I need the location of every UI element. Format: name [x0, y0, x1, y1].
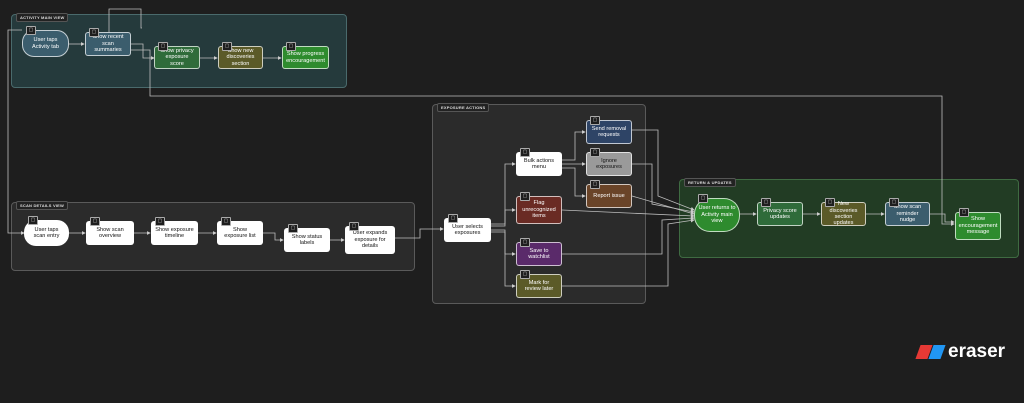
group-label: RETURN & UPDATES	[684, 178, 736, 187]
edge	[491, 208, 516, 227]
node-icon: ▢	[286, 42, 296, 51]
node-label: Show new discoveries section	[226, 47, 255, 67]
node-icon: ▢	[590, 116, 600, 125]
edge	[562, 216, 695, 255]
node-privacy-updates[interactable]: ▢ Privacy score updates	[757, 198, 803, 226]
node-label: New discoveries section updates	[829, 201, 858, 227]
node-label: User returns to Activity main view	[698, 205, 736, 225]
edge	[131, 43, 155, 60]
node-label: Show recent scan summaries	[92, 34, 124, 54]
node-label: User selects exposures	[452, 223, 483, 236]
node-icon: ▢	[889, 198, 899, 207]
node-label: User expands exposure for details	[352, 230, 388, 250]
node-label: Show exposure timeline	[155, 226, 194, 239]
edge	[561, 209, 695, 218]
node-show-new-discoveries[interactable]: ▢ Show new discoveries section	[218, 42, 263, 69]
node-flag-unrecognized[interactable]: ▢ Flag unrecognized items	[516, 192, 562, 224]
eraser-logo: eraser	[915, 341, 1006, 363]
node-icon: ▢	[221, 217, 231, 226]
node-icon: ▢	[520, 238, 530, 247]
edge	[631, 195, 695, 216]
node-icon: ▢	[520, 270, 530, 279]
node-show-status-labels[interactable]: ▢ Show status labels	[284, 224, 330, 252]
node-label: Show exposure list	[224, 226, 256, 239]
node-icon: ▢	[520, 148, 530, 157]
node-label: Show privacy exposure score	[160, 47, 194, 67]
node-label: Show encouragement message	[958, 216, 998, 236]
node-icon: ▢	[520, 192, 530, 201]
edge	[491, 229, 516, 256]
node-user-selects[interactable]: ▢ User selects exposures	[444, 214, 491, 242]
node-label: Flag unrecognized items	[522, 200, 556, 220]
node-icon: ▢	[158, 42, 168, 51]
node-ignore-exposures[interactable]: ▢ Ignore exposures	[586, 148, 632, 176]
node-label: Save to watchlist	[528, 247, 550, 260]
edge	[263, 232, 284, 242]
node-label: Show scan reminder nudge	[893, 204, 922, 224]
node-send-removal[interactable]: ▢ Send removal requests	[586, 116, 632, 144]
node-show-scan-overview[interactable]: ▢ Show scan overview	[86, 217, 134, 245]
node-user-expands[interactable]: ▢ User expands exposure for details	[345, 222, 395, 254]
edge	[562, 167, 586, 198]
node-icon: ▢	[590, 148, 600, 157]
node-mark-review[interactable]: ▢ Mark for review later	[516, 270, 562, 298]
node-icon: ▢	[26, 26, 36, 35]
group-label: ACTIVITY MAIN VIEW	[16, 13, 69, 22]
node-label: User taps scan entry	[33, 226, 60, 239]
node-user-returns[interactable]: ▢ User returns to Activity main view	[694, 194, 740, 232]
node-icon: ▢	[222, 42, 232, 51]
node-icon: ▢	[698, 194, 708, 203]
node-label: Report issue	[593, 192, 625, 199]
node-icon: ▢	[89, 28, 99, 37]
node-icon: ▢	[155, 217, 165, 226]
eraser-logo-text: eraser	[948, 341, 1006, 362]
node-label: Bulk actions menu	[523, 157, 555, 170]
node-show-encouragement[interactable]: ▢ Show encouragement message	[955, 208, 1001, 240]
node-new-disc-updates[interactable]: ▢ New discoveries section updates	[821, 198, 866, 227]
node-icon: ▢	[825, 198, 835, 207]
node-show-scan-reminder[interactable]: ▢ Show scan reminder nudge	[885, 198, 930, 226]
node-icon: ▢	[959, 208, 969, 217]
node-bulk-actions[interactable]: ▢ Bulk actions menu	[516, 148, 562, 176]
node-user-taps-scan[interactable]: ▢ User taps scan entry	[24, 216, 69, 246]
node-icon: ▢	[288, 224, 298, 233]
node-label: User taps Activity tab	[31, 37, 60, 50]
node-label: Show status labels	[291, 233, 323, 246]
node-show-exposure-list[interactable]: ▢ Show exposure list	[217, 217, 263, 245]
group-label: EXPOSURE ACTIONS	[437, 103, 490, 112]
node-icon: ▢	[761, 198, 771, 207]
edge	[395, 227, 444, 239]
node-label: Ignore exposures	[596, 157, 622, 170]
node-user-taps-activity[interactable]: ▢ User taps Activity tab	[22, 26, 69, 57]
node-label: Show scan overview	[96, 226, 124, 239]
eraser-logo-icon	[915, 345, 946, 359]
edge	[108, 8, 142, 32]
node-icon: ▢	[349, 222, 359, 231]
node-label: Show progress encouragement	[286, 51, 325, 64]
node-icon: ▢	[448, 214, 458, 223]
node-save-watchlist[interactable]: ▢ Save to watchlist	[516, 238, 562, 266]
node-label: Send removal requests	[591, 125, 627, 138]
node-icon: ▢	[90, 217, 100, 226]
node-icon: ▢	[590, 180, 600, 189]
edge	[562, 130, 586, 161]
edge	[632, 129, 695, 211]
edge	[930, 213, 955, 224]
node-show-exposure-timeline[interactable]: ▢ Show exposure timeline	[151, 217, 198, 245]
edge	[562, 218, 695, 287]
group-label: SCAN DETAILS VIEW	[16, 201, 68, 210]
edge	[491, 231, 516, 288]
node-icon: ▢	[28, 216, 38, 225]
node-label: Mark for review later	[524, 279, 554, 292]
edge	[7, 29, 25, 235]
node-label: Privacy score updates	[763, 207, 797, 220]
edge	[491, 162, 516, 225]
node-show-recent-scan[interactable]: ▢ Show recent scan summaries	[85, 28, 131, 56]
edge	[131, 49, 955, 226]
node-show-progress[interactable]: ▢ Show progress encouragement	[282, 42, 329, 69]
node-report-issue[interactable]: ▢ Report issue	[586, 180, 632, 208]
node-show-privacy-score[interactable]: ▢ Show privacy exposure score	[154, 42, 200, 69]
